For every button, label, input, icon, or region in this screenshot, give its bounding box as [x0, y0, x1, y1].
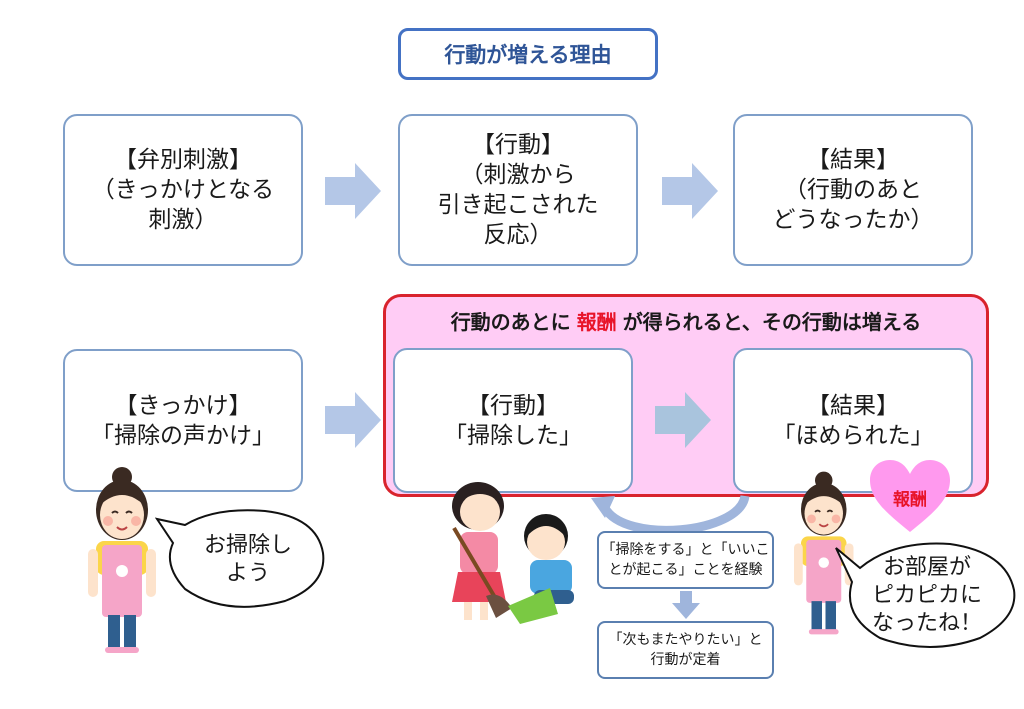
mother-illustration-left — [88, 467, 156, 653]
loop-arrow-icon — [591, 494, 750, 535]
diagram-title: 行動が増える理由 — [398, 28, 658, 80]
speech-bubble-right — [835, 542, 1016, 648]
reward-frame-title: 行動のあとに報酬が得られると、その行動は増える — [383, 306, 989, 335]
reward-title-suffix: が得られると、その行動は増える — [622, 310, 922, 334]
arrow-down-icon — [672, 591, 700, 619]
mother-illustration-right — [794, 471, 854, 635]
reward-title-highlight: 報酬 — [576, 310, 617, 334]
arrow-right-icon — [655, 392, 711, 448]
reward-title-prefix: 行動のあとに — [450, 310, 571, 334]
experience-box: 「掃除をする」と「いいこ とが起こる」ことを経験 — [597, 531, 774, 589]
arrow-right-icon — [325, 163, 381, 219]
node-discriminative-stimulus: 【弁別刺激】 （きっかけとなる 刺激） — [63, 114, 303, 266]
speech-text-right: お部屋が ピカピカに なったね！ — [871, 555, 982, 636]
heart-label: 報酬 — [893, 490, 927, 510]
arrow-right-icon — [325, 392, 381, 448]
speech-bubble-left — [155, 509, 325, 608]
node-behavior: 【行動】 （刺激から 引き起こされた 反応） — [398, 114, 638, 266]
node-consequence: 【結果】 （行動のあと どうなったか） — [733, 114, 973, 266]
heart-icon — [870, 460, 950, 532]
arrow-right-icon — [662, 163, 718, 219]
habit-box: 「次もまたやりたい」と 行動が定着 — [597, 621, 774, 679]
node-cleaned: 【行動】 「掃除した」 — [393, 348, 633, 493]
speech-text-left: お掃除し よう — [203, 533, 292, 586]
kids-cleaning-illustration — [452, 482, 574, 624]
node-trigger: 【きっかけ】 「掃除の声かけ」 — [63, 349, 303, 492]
